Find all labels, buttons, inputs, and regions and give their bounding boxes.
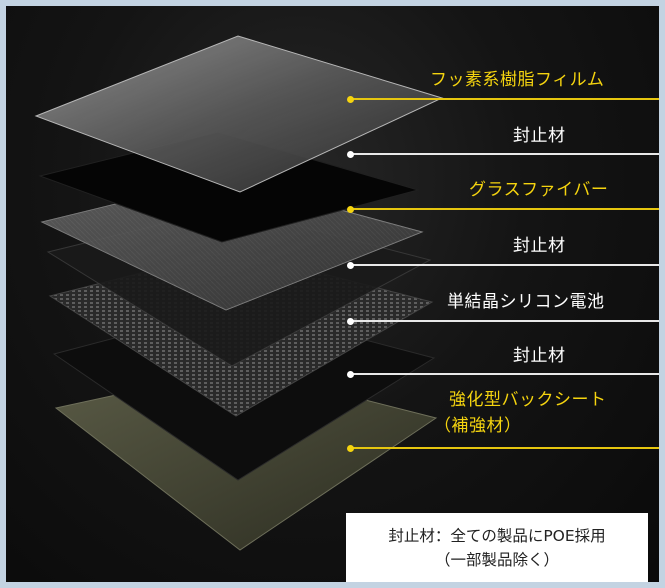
leader-dot-5	[347, 318, 354, 325]
layer-label-encapsulant-2: 封止材	[513, 236, 566, 256]
solar-panel-layer-diagram: フッ素系樹脂フィルム 封止材 グラスファイバー 封止材 単結晶シリコン電池 封止…	[6, 6, 659, 582]
layer-label-encapsulant-1: 封止材	[513, 126, 566, 146]
layer-label-glass-fiber: グラスファイバー	[469, 180, 609, 200]
leader-line-3	[350, 208, 659, 210]
layer-label-silicon-cell: 単結晶シリコン電池	[447, 292, 605, 312]
leader-line-4	[350, 264, 659, 266]
encapsulant-note-box: 封止材：全ての製品にPOE採用 （一部製品除く）	[346, 513, 648, 582]
leader-line-7	[350, 447, 659, 449]
note-line-1: 封止材：全ての製品にPOE採用	[388, 526, 606, 545]
layer-label-fluoropolymer-film: フッ素系樹脂フィルム	[430, 70, 605, 90]
leader-dot-7	[347, 445, 354, 452]
leader-line-1	[350, 98, 659, 100]
leader-dot-3	[347, 206, 354, 213]
leader-line-2	[350, 153, 659, 155]
leader-line-6	[350, 373, 659, 375]
layer-label-back-sheet: 強化型バックシート	[449, 390, 607, 410]
layer-label-back-sheet-sub: （補強材）	[434, 416, 522, 436]
leader-dot-2	[347, 151, 354, 158]
leader-dot-6	[347, 371, 354, 378]
note-line-2: （一部製品除く）	[434, 550, 559, 569]
layer-stack-illustration	[34, 35, 444, 551]
leader-line-5	[350, 320, 659, 322]
leader-dot-4	[347, 262, 354, 269]
leader-dot-1	[347, 96, 354, 103]
layer-label-encapsulant-3: 封止材	[513, 346, 566, 366]
